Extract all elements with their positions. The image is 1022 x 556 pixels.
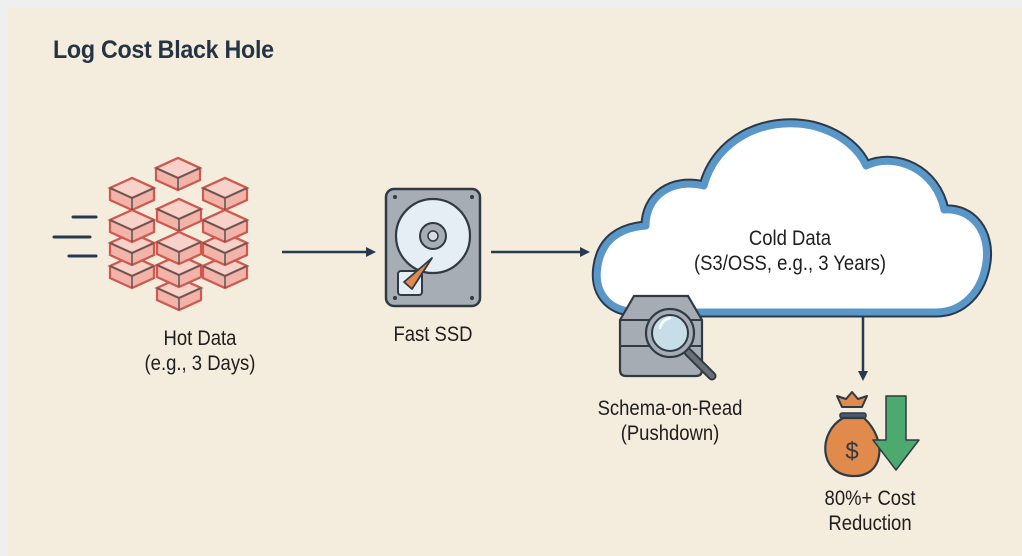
money-bag-down-icon: $ [824, 391, 920, 478]
database-search-icon [618, 294, 717, 381]
hot-data-label: Hot Data (e.g., 3 Days) [144, 327, 256, 375]
cost-reduction-label: 80%+ Cost Reduction [824, 487, 916, 535]
hard-drive-icon [384, 187, 482, 308]
diagram-title: Log Cost Black Hole [53, 36, 274, 64]
speed-lines-icon [52, 215, 98, 258]
cold-data-label: Cold Data (S3/OSS, e.g., 3 Years) [693, 227, 887, 275]
fast-ssd-label: Fast SSD [393, 323, 473, 346]
dollar-sign: $ [845, 438, 858, 465]
cloud-icon [591, 118, 993, 318]
stacked-blocks-icon [108, 156, 249, 312]
schema-on-read-label: Schema-on-Read (Pushdown) [597, 397, 743, 445]
